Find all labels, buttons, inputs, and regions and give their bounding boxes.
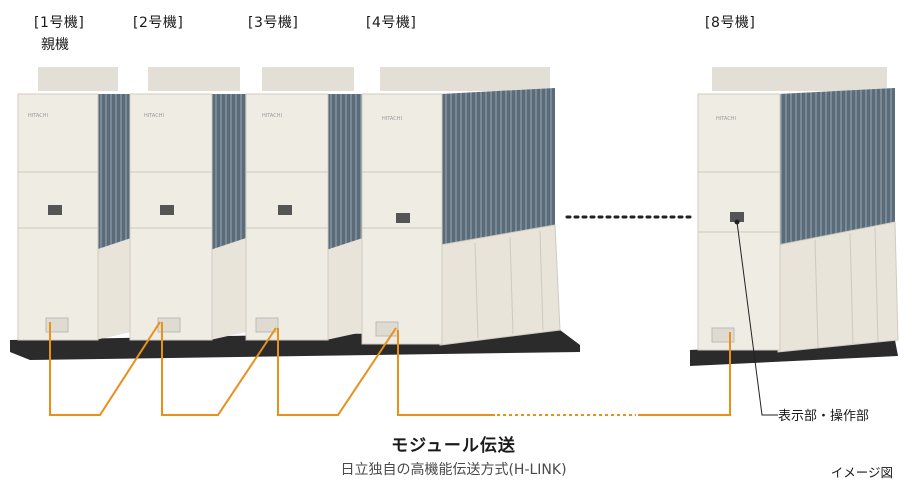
unit-4-brand: HITACHI bbox=[382, 116, 402, 122]
unit-4-label: [4号機] bbox=[366, 15, 417, 31]
unit-2: HITACHI bbox=[129, 67, 255, 341]
callout-line bbox=[736, 221, 778, 416]
unit-8-brand: HITACHI bbox=[716, 116, 736, 122]
unit-3-brand: HITACHI bbox=[262, 113, 282, 119]
unit-3: HITACHI bbox=[245, 67, 372, 341]
display-panel-callout: 表示部・操作部 bbox=[778, 409, 870, 424]
unit-1-label: [1号機] bbox=[34, 15, 85, 31]
unit-1-parent-label: 親機 bbox=[41, 37, 69, 53]
hlink-wiring bbox=[49, 321, 731, 416]
unit-8: HITACHI bbox=[690, 67, 899, 366]
unit-1-brand: HITACHI bbox=[28, 113, 48, 119]
image-note: イメージ図 bbox=[830, 465, 893, 480]
unit-2-label: [2号機] bbox=[133, 15, 184, 31]
unit-2-brand: HITACHI bbox=[144, 113, 164, 119]
unit-4: HITACHI bbox=[361, 67, 561, 346]
callout-dot bbox=[734, 219, 740, 225]
unit-1: HITACHI bbox=[17, 67, 140, 341]
unit-3-label: [3号機] bbox=[248, 15, 299, 31]
diagram-title: モジュール伝送 bbox=[391, 436, 516, 456]
diagram-subtitle: 日立独自の高機能伝送方式(H-LINK) bbox=[340, 462, 567, 478]
unit-8-label: [8号機] bbox=[705, 15, 756, 31]
